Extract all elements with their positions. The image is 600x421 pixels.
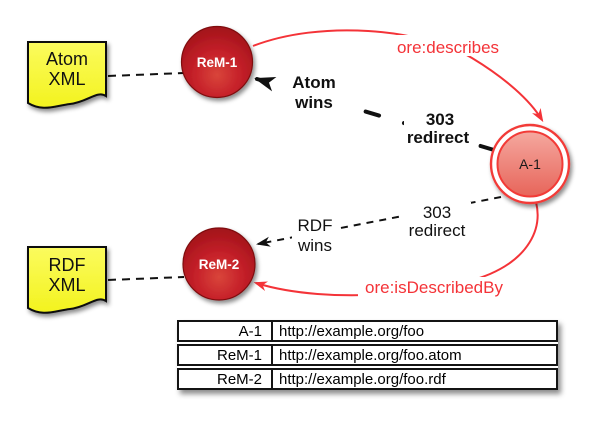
node-rem1: ReM-1: [180, 25, 254, 99]
document-rdf-label-line2: XML: [48, 275, 85, 295]
link-rdfxml-rem2: [107, 276, 185, 281]
ore-is-described-by-label: ore:isDescribedBy: [365, 278, 503, 297]
document-atom-outline: [27, 41, 107, 109]
uri-table: A-1 http://example.org/foo ReM-1 http://…: [177, 320, 558, 390]
node-a1: A-1: [489, 123, 571, 205]
redirect-bottom-label-line2: redirect: [409, 221, 466, 240]
node-a1-label: A-1: [519, 156, 541, 172]
document-rdf-label-line1: RDF: [49, 255, 86, 275]
atom-wins-label-line1: Atom: [292, 73, 335, 92]
node-rem2-label: ReM-2: [199, 257, 240, 272]
rdf-wins-label-line2: wins: [297, 236, 332, 255]
document-rdf-outline: [27, 246, 107, 314]
document-shape-rdf: RDF XML: [27, 246, 107, 314]
table-row: ReM-1 http://example.org/foo.atom: [177, 344, 558, 366]
node-rem1-label: ReM-1: [197, 55, 238, 70]
table-cell-uri: http://example.org/foo.atom: [279, 346, 462, 364]
document-shape-atom: Atom XML: [27, 41, 107, 109]
link-atomxml-rem1: [107, 72, 185, 77]
rdf-wins-label-line1: RDF: [298, 216, 333, 235]
document-atom-label-line1: Atom: [46, 49, 88, 69]
redirect-top-label-line1: 303: [426, 110, 454, 129]
ore-describes-label: ore:describes: [397, 38, 499, 57]
redirect-top-label-line2: redirect: [407, 128, 470, 147]
redirect-bottom-label-line1: 303: [423, 203, 451, 222]
table-row: ReM-2 http://example.org/foo.rdf: [177, 368, 558, 390]
node-rem1-circle: [180, 25, 254, 99]
label-plate: [404, 202, 471, 240]
node-rem2-circle: [182, 227, 256, 301]
table-cell-uri: http://example.org/foo.rdf: [279, 370, 446, 388]
label-plate: [404, 109, 472, 147]
document-atom-label-line2: XML: [48, 69, 85, 89]
table-cell-resource: A-1: [179, 322, 273, 340]
label-plate: [292, 215, 339, 255]
node-a1-inner-circle: [496, 130, 564, 198]
table-cell-resource: ReM-1: [179, 346, 273, 364]
node-rem2: ReM-2: [182, 227, 256, 301]
atom-wins-label-line2: wins: [294, 93, 333, 112]
label-plate: [388, 35, 510, 56]
table-row: A-1 http://example.org/foo: [177, 320, 558, 342]
table-cell-resource: ReM-2: [179, 370, 273, 388]
label-plate: [358, 277, 512, 297]
table-cell-uri: http://example.org/foo: [279, 322, 425, 340]
label-plate: [286, 72, 343, 114]
